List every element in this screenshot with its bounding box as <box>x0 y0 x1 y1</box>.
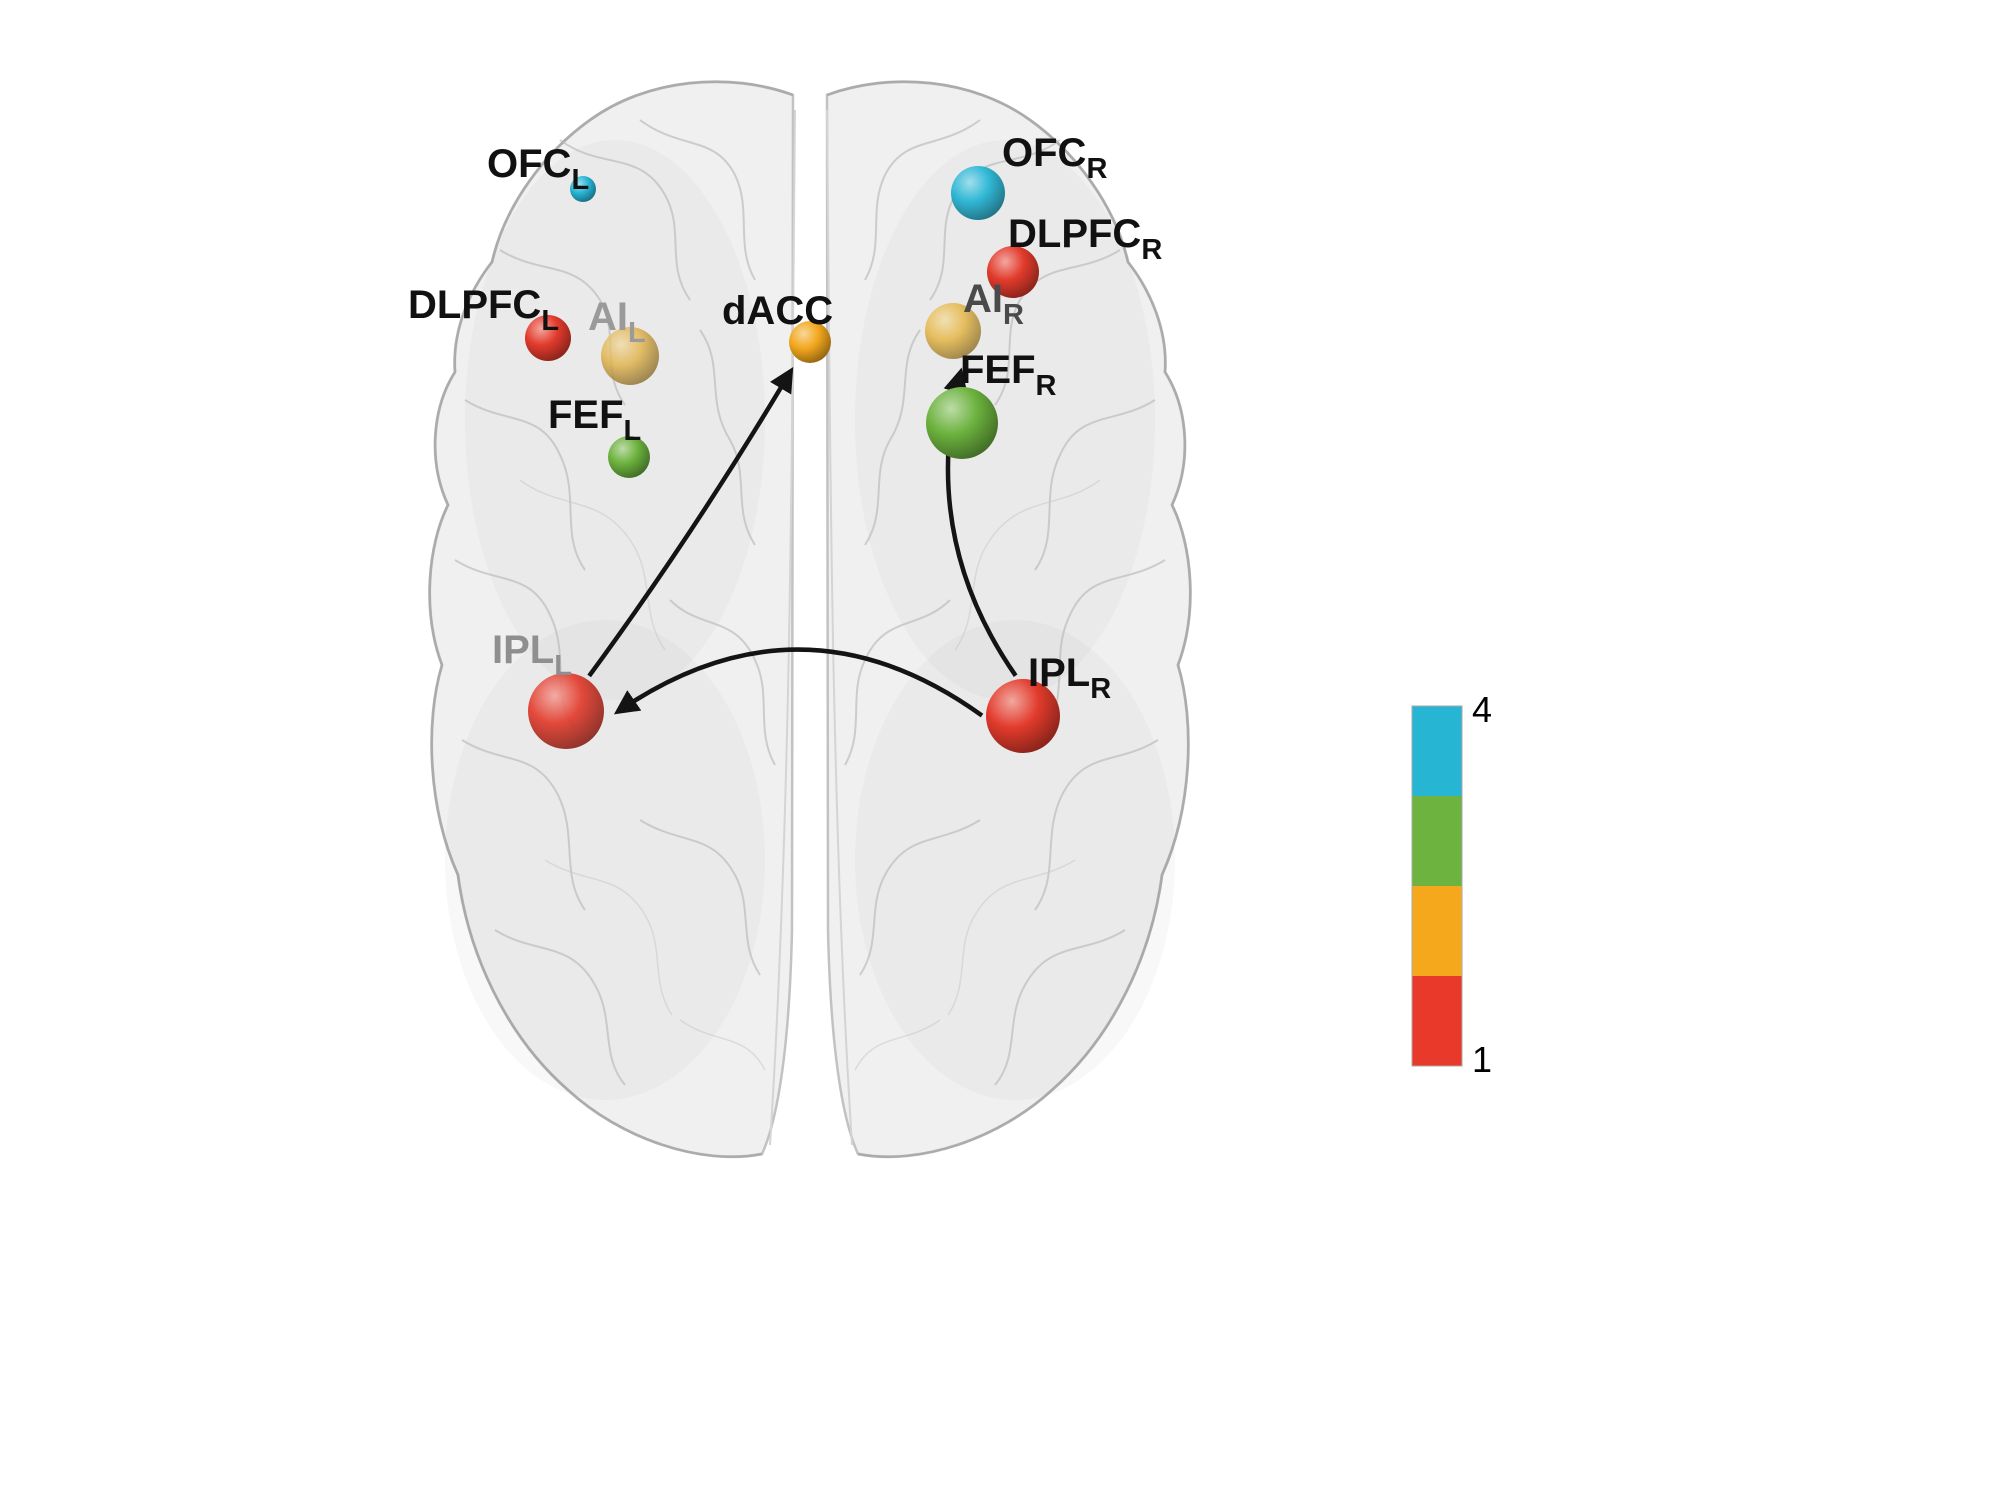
node-label-OFC_L: OFCL <box>487 142 589 196</box>
midline-left <box>769 109 796 1146</box>
sulcus-line <box>519 479 666 651</box>
left-hemisphere-outline <box>428 80 795 1158</box>
sulcus-line <box>639 819 761 976</box>
sulcus-line <box>994 249 1121 406</box>
colorbar-max-label: 4 <box>1472 689 1492 730</box>
node-label-FEF_R: FEFR <box>960 348 1057 402</box>
node-IPL_L <box>528 673 604 749</box>
colorbar-segment-1 <box>1412 976 1462 1066</box>
midline-right <box>826 109 853 1146</box>
node-label-DLPFC_R: DLPFCR <box>1008 212 1162 266</box>
node-DLPFC_L <box>525 315 571 361</box>
sulcus-line <box>544 859 673 1016</box>
right-hemisphere-outline <box>825 80 1192 1158</box>
node-dACC <box>789 321 831 363</box>
node-AI_L <box>601 327 659 385</box>
sulcus-line <box>559 139 691 301</box>
cortical-sheen <box>855 620 1175 1100</box>
colorbar: 4 1 <box>1411 689 1492 1080</box>
cortical-sheen <box>465 140 765 700</box>
node-FEF_R <box>926 387 998 459</box>
sulcus-line <box>464 399 586 571</box>
sulcus-line <box>1034 399 1156 571</box>
node-AI_R <box>925 303 981 359</box>
node-DLPFC_R <box>987 246 1039 298</box>
sulcus-line <box>859 819 981 976</box>
sulcus-line <box>699 329 756 546</box>
colorbar-segment-2 <box>1412 886 1462 976</box>
sulcus-line <box>864 119 981 281</box>
node-label-AI_L: AIL <box>588 295 646 349</box>
node-OFC_L <box>570 176 596 202</box>
sulcus-line <box>954 479 1101 651</box>
cortical-sheen <box>445 620 765 1100</box>
node-label-DLPFC_L: DLPFCL <box>408 283 559 337</box>
node-label-dACC: dACC <box>722 289 833 333</box>
sulcus-line <box>461 739 586 911</box>
colorbar-segment-4 <box>1412 706 1462 796</box>
colorbar-min-label: 1 <box>1472 1039 1492 1080</box>
node-OFC_R <box>951 166 1005 220</box>
node-FEF_L <box>608 436 650 478</box>
sulcus-line <box>854 1019 941 1071</box>
node-label-AI_R: AIR <box>963 277 1024 331</box>
sulcus-line <box>947 859 1076 1016</box>
colorbar-segment-3 <box>1412 796 1462 886</box>
sulcus-line <box>679 1019 766 1071</box>
sulcus-line <box>669 599 776 766</box>
glass-brain <box>428 80 1192 1159</box>
node-layer <box>525 166 1060 753</box>
node-label-FEF_L: FEFL <box>548 393 641 447</box>
cortical-sheen <box>855 140 1155 700</box>
colorbar-segments <box>1412 706 1462 1066</box>
colorbar-frame <box>1411 705 1463 1067</box>
right-hemisphere-rim <box>826 80 1192 1159</box>
left-sulci <box>454 119 776 1086</box>
node-label-IPL_R: IPLR <box>1028 651 1111 705</box>
node-label-IPL_L: IPLL <box>492 628 572 682</box>
sulcus-line <box>864 329 921 546</box>
sulcus-line <box>994 929 1126 1086</box>
sulcus-line <box>494 929 626 1086</box>
node-label-OFC_R: OFCR <box>1002 131 1107 185</box>
sulcus-line <box>639 119 756 281</box>
node-IPL_R <box>986 679 1060 753</box>
sulcus-line <box>1034 739 1159 911</box>
label-layer: OFCL OFCR DLPFCL DLPFCR AIL dACC AIR FEFL FEFR IP… <box>408 131 1162 705</box>
edge-IPL_L-to-dACC <box>587 366 794 678</box>
edge-IPL_R-to-IPL_L <box>613 647 984 718</box>
left-hemisphere-rim <box>428 80 794 1159</box>
sulcus-line <box>1044 559 1166 731</box>
